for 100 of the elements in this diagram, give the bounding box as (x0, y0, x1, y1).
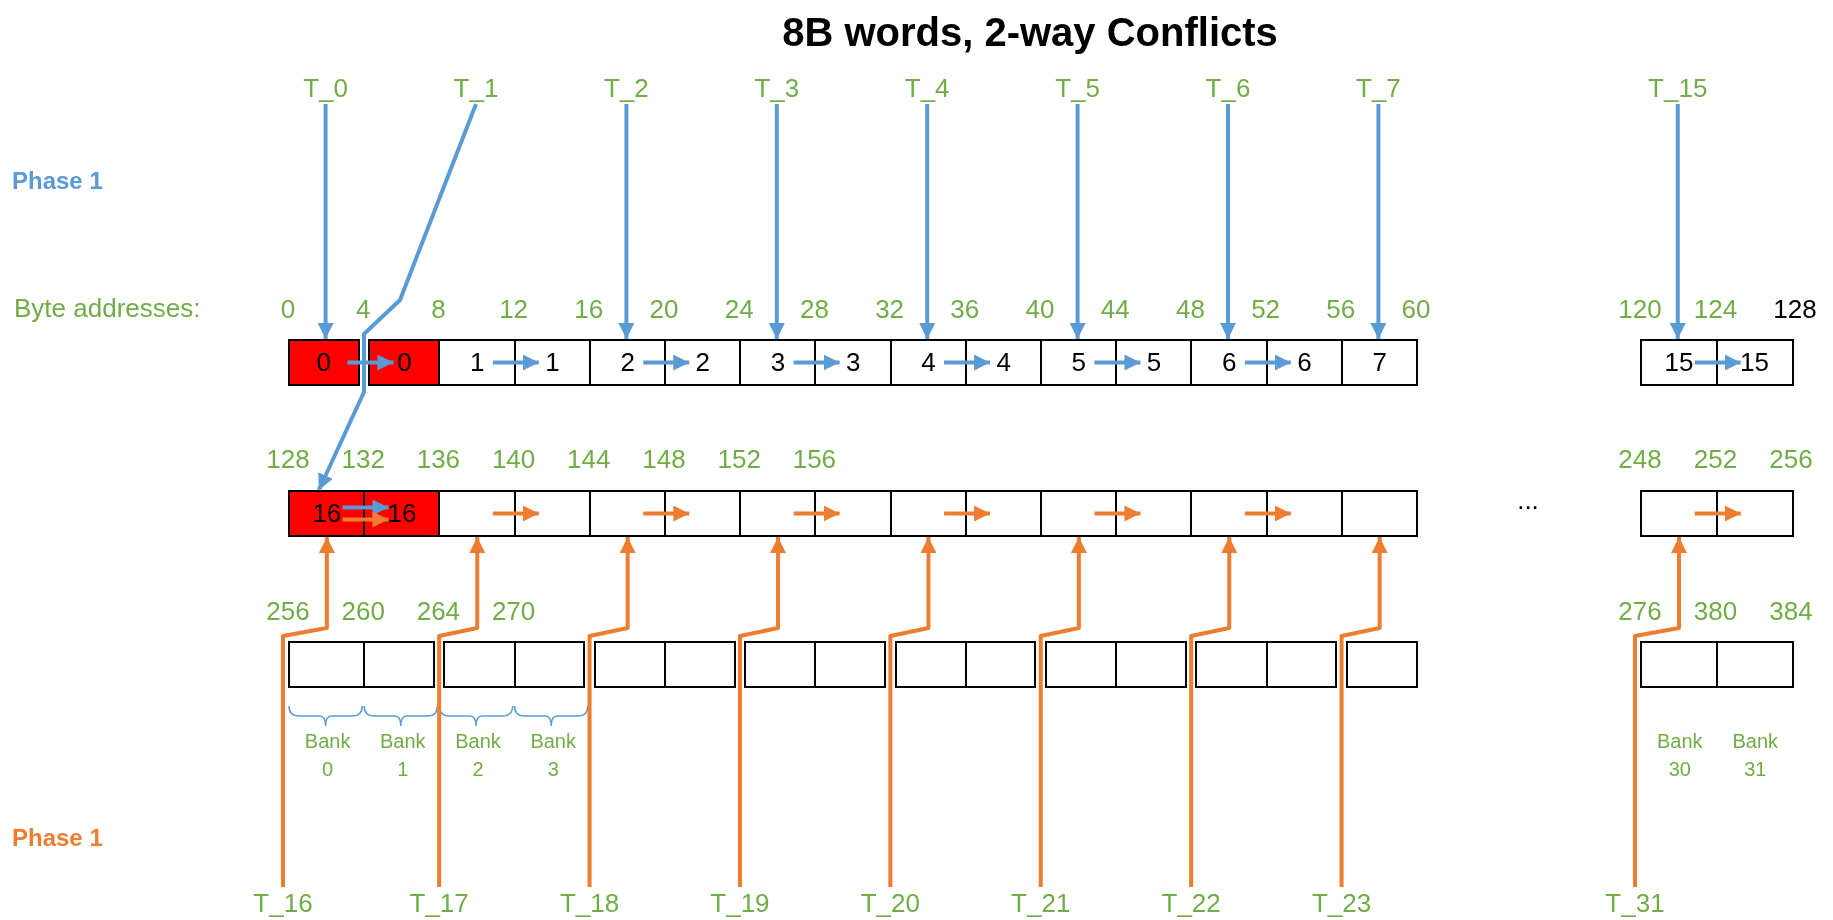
address-label: 52 (1251, 293, 1281, 325)
arrow (1669, 104, 1686, 339)
memory-cell: 0 (368, 339, 441, 386)
address-label: 152 (717, 443, 761, 475)
arrow (317, 103, 478, 491)
address-label: 128 (266, 443, 310, 475)
arrow (888, 537, 937, 887)
address-label: 12 (499, 293, 529, 325)
address-label: 132 (341, 443, 385, 475)
address-label: 32 (875, 293, 905, 325)
arrow (944, 505, 991, 522)
memory-cell (1340, 490, 1419, 537)
arrow (1220, 104, 1236, 339)
bank-label: Bank 30 (1656, 729, 1703, 782)
address-label: 48 (1175, 293, 1205, 325)
thread-label: T_2 (604, 72, 649, 104)
memory-cell (1640, 490, 1718, 537)
arrow (618, 104, 635, 339)
address-label: 36 (950, 293, 980, 325)
arrow (342, 511, 389, 528)
address-label: 256 (1769, 443, 1813, 475)
thread-label: T_6 (1205, 72, 1251, 104)
memory-cell: 0 (288, 339, 360, 386)
address-label: 24 (724, 293, 754, 325)
arrow (342, 499, 389, 516)
bank-label: Bank 0 (304, 729, 351, 782)
memory-cell (1190, 490, 1269, 537)
thread-label: T_31 (1605, 887, 1665, 919)
thread-label: T_22 (1161, 887, 1221, 919)
memory-cell (664, 641, 736, 688)
address-label: 124 (1693, 293, 1738, 325)
address-label: 270 (491, 595, 536, 627)
address-label: 256 (266, 595, 310, 627)
memory-cell: 16 (288, 490, 366, 537)
address-label: 120 (1618, 293, 1662, 325)
thread-label: T_23 (1311, 887, 1372, 919)
address-label: 276 (1618, 595, 1662, 627)
memory-cell: 1 (513, 339, 592, 386)
memory-cell: 2 (588, 339, 667, 386)
address-label: 4 (355, 293, 371, 325)
memory-cell: 6 (1190, 339, 1269, 386)
arrow (919, 104, 936, 339)
address-label: 28 (799, 293, 829, 325)
arrow (1694, 505, 1741, 522)
memory-cell (443, 641, 517, 688)
memory-cell (964, 490, 1043, 537)
address-label: 248 (1618, 443, 1662, 475)
thread-label: T_0 (303, 72, 348, 104)
arrow (1189, 537, 1238, 887)
arrow (492, 354, 539, 371)
memory-cell: 15 (1715, 339, 1794, 386)
thread-label: T_21 (1011, 887, 1071, 919)
thread-label: T_7 (1356, 72, 1401, 104)
address-label: 264 (416, 595, 461, 627)
memory-cell (1715, 641, 1794, 688)
memory-cell (894, 641, 968, 688)
arrow (1694, 354, 1741, 371)
memory-cell (889, 490, 968, 537)
address-label: 144 (567, 443, 611, 475)
arrow (587, 537, 636, 887)
thread-label: T_18 (559, 887, 620, 919)
bank-label: Bank 2 (455, 729, 501, 782)
memory-cell (739, 490, 817, 537)
memory-cell: 3 (814, 339, 893, 386)
memory-cell: 15 (1640, 339, 1718, 386)
address-label: 128 (1773, 293, 1817, 325)
memory-cell (964, 641, 1037, 688)
thread-label: T_1 (453, 72, 499, 104)
memory-cell (288, 641, 366, 688)
address-label: 60 (1401, 293, 1431, 325)
memory-cell: 6 (1265, 339, 1344, 386)
address-label: 380 (1693, 595, 1738, 627)
title: 8B words, 2-way Conflicts (782, 9, 1278, 55)
memory-cell (744, 641, 817, 688)
address-label: 44 (1100, 293, 1130, 325)
memory-cell (1265, 641, 1338, 688)
memory-cell (363, 641, 435, 688)
address-label: 0 (280, 293, 296, 325)
thread-label: T_3 (754, 72, 800, 104)
bank-label: Bank 3 (530, 729, 577, 782)
thread-label: T_19 (710, 887, 770, 919)
arrow (793, 354, 840, 371)
memory-cell (588, 490, 667, 537)
thread-label: T_15 (1648, 72, 1708, 104)
arrow (1038, 537, 1087, 887)
memory-cell (814, 641, 887, 688)
memory-cell (1115, 641, 1187, 688)
memory-cell: 5 (1040, 339, 1118, 386)
memory-cell (1040, 490, 1118, 537)
arrow (1094, 354, 1141, 371)
memory-cell: 7 (1340, 339, 1419, 386)
axis-caption: Byte addresses: (14, 293, 201, 325)
address-label: 8 (431, 293, 446, 325)
arrow (1370, 104, 1387, 339)
memory-cell: 5 (1115, 339, 1193, 386)
address-label: 156 (792, 443, 837, 475)
arrow (1244, 354, 1291, 371)
address-label: 260 (341, 595, 385, 627)
arrow (643, 354, 690, 371)
memory-cell: 4 (964, 339, 1043, 386)
